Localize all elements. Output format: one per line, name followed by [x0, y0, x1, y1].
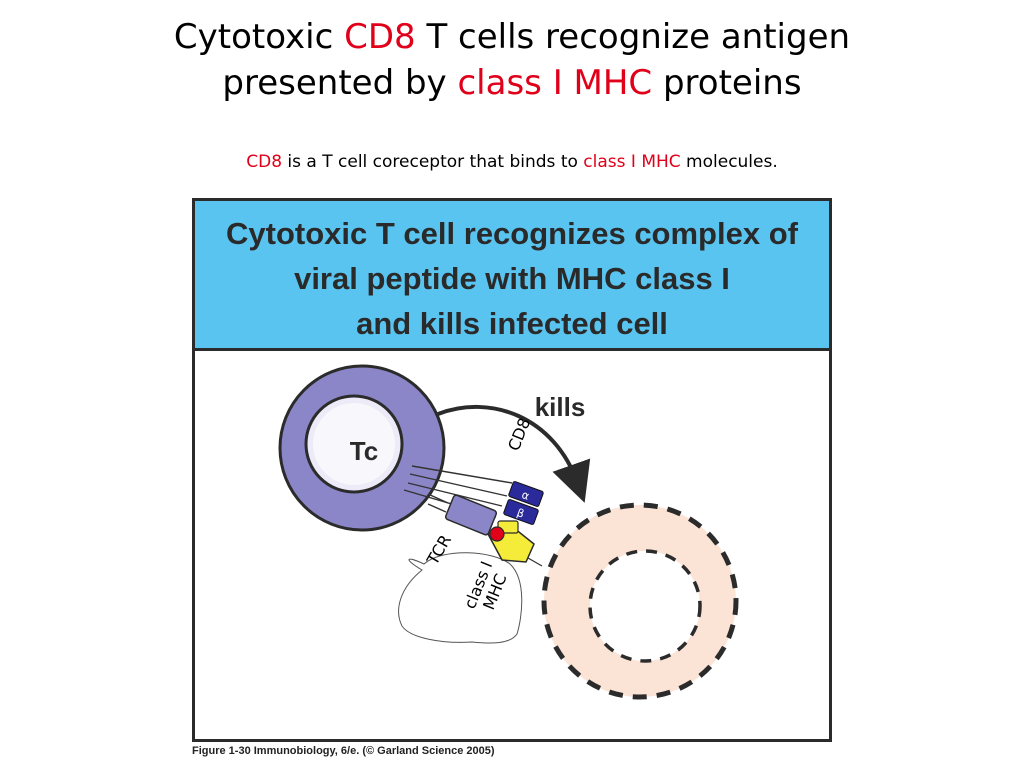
title-line-2: presented by class I MHC proteins — [222, 63, 802, 103]
title-mhc-highlight: class I MHC — [457, 63, 653, 103]
cd8-beta-domain — [503, 499, 539, 525]
infected-target-cell — [541, 502, 739, 700]
cell-outline-shape — [398, 552, 523, 644]
viral-peptide — [489, 526, 505, 542]
tcr-molecule — [444, 494, 498, 536]
title-line-1: Cytotoxic CD8 T cells recognize antigen — [173, 17, 851, 57]
cd8-coreceptor: α β — [503, 481, 544, 525]
tc-label: Tc — [350, 436, 378, 466]
figure-panel: Cytotoxic T cell recognizes complex of v… — [192, 198, 832, 742]
cd8-alpha-domain — [508, 481, 544, 507]
figure-header: Cytotoxic T cell recognizes complex of v… — [195, 201, 829, 351]
kills-label: kills — [535, 392, 586, 422]
figure-caption: Figure 1-30 Immunobiology, 6/e. (© Garla… — [192, 745, 495, 757]
svg-text:α: α — [520, 488, 531, 503]
tcell-diagram: Tc kills α β CD8 TCR class I MHC — [278, 364, 739, 700]
title-cd8-highlight: CD8 — [344, 17, 416, 57]
figure-header-text: Cytotoxic T cell recognizes complex of v… — [226, 216, 798, 341]
cytotoxic-t-cell: Tc — [278, 364, 446, 532]
slide-title: Cytotoxic CD8 T cells recognize antigen … — [0, 14, 1024, 106]
svg-text:β: β — [515, 506, 526, 521]
slide-subtitle: CD8 is a T cell coreceptor that binds to… — [246, 152, 778, 172]
kills-arrow — [437, 404, 591, 503]
cd8-label: CD8 — [504, 415, 534, 453]
